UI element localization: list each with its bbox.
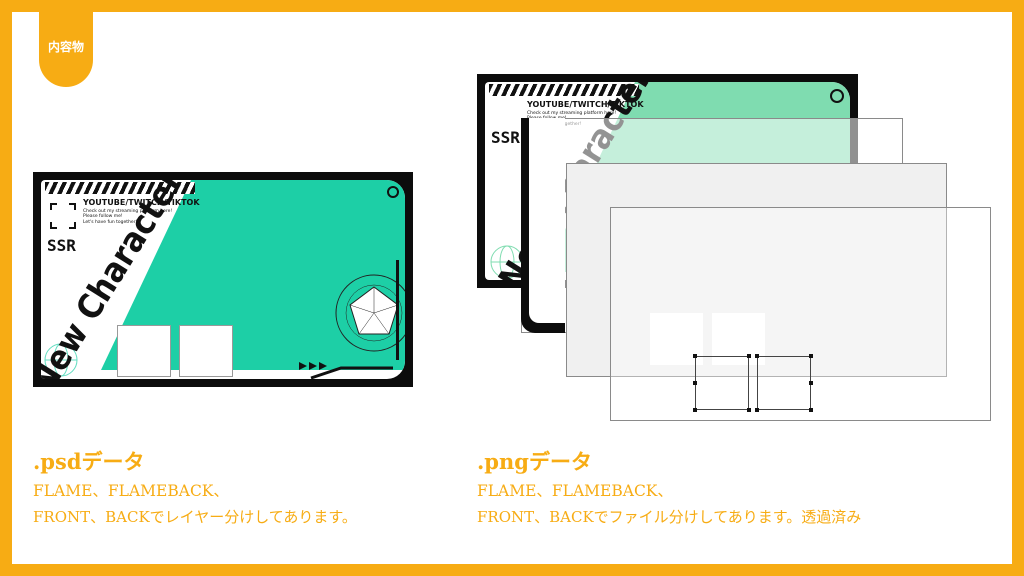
photo-slot-2: [179, 325, 233, 377]
psd-title: .psdデータ: [33, 449, 145, 474]
frameback-edge-inner: [529, 118, 565, 323]
platforms-label: YOUTUBE/TWITCH/TIKTOK: [83, 198, 200, 207]
png-frame-outline-2: [757, 356, 811, 410]
psd-line-2: FRONT、BACKでレイヤー分けしてあります。: [33, 508, 357, 526]
blurb-text: Check out my streaming platform here! Pl…: [83, 209, 173, 225]
rank-label: SSR: [47, 236, 76, 255]
png-platforms-label: YOUTUBE/TWITCH/TIKTOK: [527, 100, 644, 109]
psd-line-1: FLAME、FLAMEBACK、: [33, 482, 229, 500]
frame-node: [693, 354, 697, 358]
png-title: .pngデータ: [477, 449, 592, 474]
frame-node: [809, 354, 813, 358]
png-frame-outline-1: [695, 356, 749, 410]
stripe-band: [45, 182, 195, 194]
contents-badge: 内容物: [39, 12, 93, 87]
frame-node: [693, 408, 697, 412]
png-stripe-band: [489, 84, 639, 96]
stat-radar: [335, 274, 405, 352]
card-inner: YOUTUBE/TWITCH/TIKTOK Check out my strea…: [41, 180, 405, 379]
frame-node: [693, 381, 697, 385]
frame-node: [755, 354, 759, 358]
frame-node: [755, 408, 759, 412]
frame-node: [809, 381, 813, 385]
frame-node: [747, 408, 751, 412]
frame-node: [809, 408, 813, 412]
psd-card-preview: YOUTUBE/TWITCH/TIKTOK Check out my strea…: [33, 172, 413, 387]
card-art: [44, 180, 405, 379]
photo-slot-1: [117, 325, 171, 377]
png-line-2: FRONT、BACKでファイル分けしてあります。透過済み: [477, 508, 862, 526]
png-rank-label: SSR: [491, 128, 520, 147]
frame-node: [747, 354, 751, 358]
png-line-1: FLAME、FLAMEBACK、: [477, 482, 673, 500]
